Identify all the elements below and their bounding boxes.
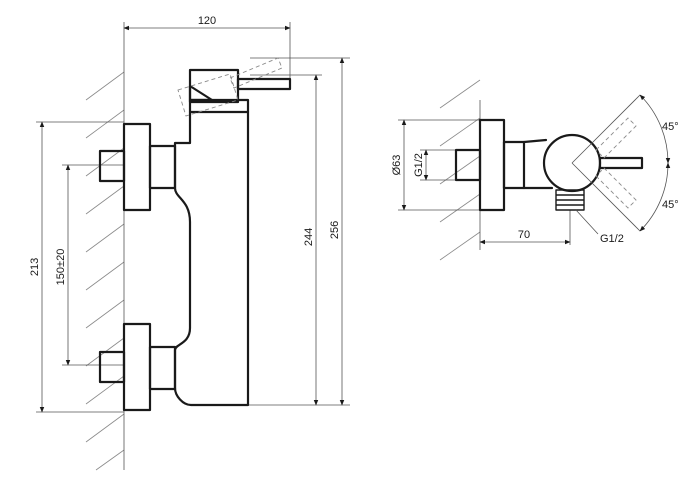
front-view: 120 213 150±20 244 256 — [29, 15, 350, 471]
dim-width-label: 120 — [198, 15, 216, 27]
dim-overall-height-label: 213 — [29, 258, 41, 276]
dim-outlet-thread-label: G1/2 — [600, 233, 624, 245]
handle-lever — [236, 77, 292, 91]
side-view: 45° 45° Ø63 G1/2 70 G1/2 — [391, 79, 679, 261]
lower-wall-rosette — [122, 322, 152, 412]
dim-body-height-label: 244 — [303, 228, 315, 246]
angle-up-label: 45° — [662, 121, 679, 133]
side-wall-rosette — [478, 118, 506, 212]
upper-connector-nut — [148, 144, 177, 190]
angle-arc-up — [639, 94, 671, 164]
side-connector — [502, 140, 526, 190]
cartridge-housing — [188, 68, 240, 104]
side-handle-lever — [598, 156, 644, 170]
outlet-thread — [555, 189, 585, 211]
dim-depth-label: 70 — [518, 229, 530, 241]
leader-outlet-thread — [575, 209, 599, 235]
dim-centers-label: 150±20 — [55, 249, 67, 286]
dim-total-height-label: 256 — [329, 221, 341, 239]
handle-rotation-ghosts — [571, 94, 641, 232]
dim-inlet-thread-label: G1/2 — [413, 153, 425, 177]
dim-diameter-label: Ø63 — [391, 155, 403, 176]
mixer-body — [173, 98, 250, 407]
handle-rotated-ghost — [177, 57, 283, 117]
angle-down-label: 45° — [662, 199, 679, 211]
lower-connector-nut — [148, 345, 177, 391]
upper-inlet-stub — [98, 149, 126, 183]
wall-hatching-side — [439, 79, 481, 261]
upper-wall-rosette — [122, 122, 152, 212]
lower-inlet-stub — [98, 350, 126, 384]
side-body-profile — [522, 138, 554, 190]
handle-wedge — [188, 84, 214, 102]
wall-hatching-front — [85, 71, 125, 471]
angle-arc-down — [639, 162, 671, 232]
side-inlet-stub — [454, 148, 482, 182]
